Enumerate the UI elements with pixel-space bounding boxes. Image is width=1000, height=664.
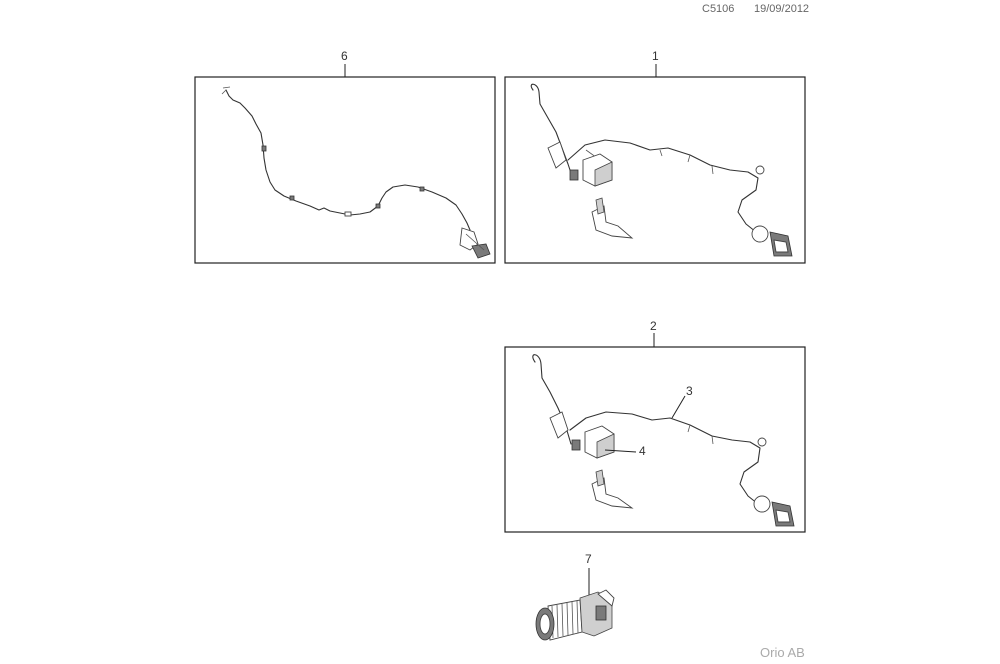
callout-6: 6 <box>341 49 348 63</box>
relay-box-2 <box>584 425 615 459</box>
callout-3-leader <box>671 395 686 419</box>
callout-3: 3 <box>686 384 693 398</box>
harness-kit-drawing-2 <box>532 354 795 527</box>
callout-1: 1 <box>652 49 659 63</box>
socket-connector <box>751 225 793 257</box>
sensor-plug-2 <box>549 411 581 451</box>
part-7: 7 <box>535 552 615 641</box>
panel-1-frame <box>504 76 806 264</box>
panel-6-frame <box>194 76 496 264</box>
callout-4: 4 <box>639 444 646 458</box>
relay-box <box>582 153 613 187</box>
mounting-bracket <box>591 197 634 239</box>
drawing-code: C5106 <box>702 3 735 15</box>
harness-end-connector <box>459 227 491 259</box>
panel-6: 6 <box>194 49 496 264</box>
callout-2: 2 <box>650 319 657 333</box>
socket-connector-2 <box>753 495 795 527</box>
callout-4-leader <box>604 449 637 453</box>
panel-2: 2 3 <box>504 319 806 533</box>
sensor-plug <box>547 141 579 181</box>
panel-1: 1 <box>504 49 806 264</box>
drawing-date: 19/09/2012 <box>754 3 810 15</box>
harness-long-drawing <box>221 86 491 259</box>
mounting-bracket-2 <box>591 469 634 509</box>
panel-2-frame <box>504 346 806 533</box>
brand-footer: Orio AB <box>760 645 805 660</box>
callout-7: 7 <box>585 552 592 566</box>
harness-kit-drawing-1 <box>530 83 793 257</box>
connector-plug-drawing <box>535 589 615 641</box>
